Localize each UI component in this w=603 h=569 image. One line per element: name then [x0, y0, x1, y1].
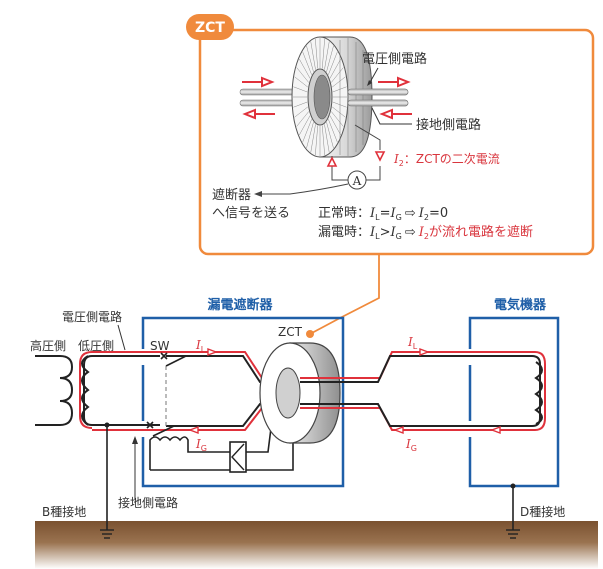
leakage-breaker-box — [141, 316, 345, 488]
winding-line — [326, 122, 334, 149]
d-ground-symbol-icon — [506, 529, 520, 539]
winding-line — [329, 58, 341, 79]
device-title: 電気機器 — [494, 297, 547, 313]
arrow-left-icon — [490, 425, 501, 435]
ground-leader-line — [371, 107, 412, 125]
voltage-leader-line — [368, 67, 379, 85]
winding-line — [331, 67, 344, 83]
winding-line — [324, 41, 330, 70]
zct-toroid — [291, 36, 373, 158]
winding-line — [332, 106, 346, 118]
earth-ground — [35, 521, 598, 569]
relay-diode-icon — [231, 443, 245, 471]
ground-side-circuit-label: 接地側電路 — [118, 495, 178, 510]
i2-description: I2：ZCTの二次電流 — [393, 152, 500, 168]
switch-sw — [146, 352, 187, 437]
winding-line — [331, 111, 344, 127]
winding-line — [294, 106, 308, 118]
winding-line — [310, 124, 316, 153]
normal-condition: 正常時：IL=IG⇨I2=0 — [318, 206, 448, 222]
voltage-side-circuit-label: 電圧側電路 — [62, 309, 122, 324]
winding-line — [324, 124, 330, 153]
arrow-left-icon — [188, 425, 199, 435]
winding-line — [332, 101, 347, 108]
load-wire-black — [166, 355, 541, 427]
winding-line — [294, 76, 308, 88]
b-ground-symbol-icon — [100, 529, 114, 539]
winding-line — [306, 122, 314, 149]
arrow-down-icon — [374, 151, 386, 162]
zct-voltage-side-label: 電圧側電路 — [362, 51, 427, 67]
current-arrows-top — [242, 76, 412, 120]
ammeter-symbol — [347, 170, 367, 190]
zct-main-label: ZCT — [278, 325, 303, 339]
arrow-right-icon — [419, 347, 430, 357]
winding-line — [328, 51, 338, 75]
connector-dot — [306, 330, 314, 338]
winding-line — [293, 101, 308, 108]
low-voltage-side-label: 低圧側 — [78, 339, 114, 353]
winding-line — [329, 115, 341, 136]
transformer-secondary-wire — [83, 355, 150, 426]
arrow-up-icon — [326, 156, 338, 167]
signal-text-line1: 遮断器 — [212, 187, 251, 203]
winding-line — [306, 45, 314, 72]
ammeter-label: A — [352, 174, 362, 188]
signal-text-line2: へ信号を送る — [212, 206, 290, 221]
switch-label: SW — [150, 339, 170, 353]
winding-line — [299, 115, 311, 136]
voltage-side-rod-front — [347, 88, 409, 96]
transformer-primary-coil — [35, 355, 74, 426]
zct-ground-side-label: 接地側電路 — [416, 117, 481, 133]
leader-arrowhead-icon — [367, 80, 372, 86]
il-label-breaker: IL — [195, 338, 206, 354]
breaker-title: 漏電遮断器 — [207, 297, 273, 313]
zct-secondary-wire-b — [246, 440, 294, 471]
d-ground-label: D種接地 — [520, 504, 565, 519]
zct-tag-badge — [186, 14, 234, 40]
winding-line — [302, 119, 312, 143]
ig-label-device: IG — [405, 437, 417, 453]
b-ground-label: B種接地 — [42, 504, 86, 519]
winding-line — [310, 41, 316, 70]
winding-line — [322, 125, 325, 156]
winding-line — [296, 67, 309, 83]
zct-tag-text: ZCT — [195, 20, 225, 36]
il-label-device: IL — [407, 335, 418, 351]
winding-line — [328, 119, 338, 143]
panel-connector-line — [309, 255, 380, 335]
signal-line — [262, 183, 349, 195]
winding-line — [322, 38, 325, 69]
leak-condition: 漏電時：IL>IG⇨I2が流れ電路を遮断 — [318, 224, 533, 241]
arrow-up-icon — [132, 436, 138, 444]
arrow-left-icon — [254, 191, 262, 197]
zct-detail-panel: ZCT — [186, 14, 595, 256]
winding-line — [315, 38, 318, 69]
trip-coil — [149, 436, 230, 470]
current-loop-red — [79, 351, 546, 431]
winding-line — [299, 58, 311, 79]
winding-line — [296, 111, 309, 127]
ground-side-rod-front — [347, 99, 409, 107]
high-voltage-side-label: 高圧側 — [30, 338, 66, 353]
winding-line — [293, 86, 308, 93]
main-zct-toroid — [259, 342, 341, 444]
winding-line — [332, 76, 346, 88]
winding-line — [326, 45, 334, 72]
arrow-left-icon — [393, 425, 404, 435]
arrow-left-icon — [242, 108, 256, 120]
ig-label-breaker: IG — [195, 437, 207, 453]
winding-line — [332, 86, 347, 93]
transformer-secondary-coil — [81, 355, 90, 426]
arrow-left-icon — [379, 108, 393, 120]
load-coil — [534, 361, 543, 425]
arrow-right-icon — [207, 347, 218, 357]
winding-line — [315, 125, 318, 156]
relay-box — [229, 441, 247, 473]
voltage-circuit-leader — [117, 324, 126, 351]
arrow-right-icon — [261, 76, 275, 88]
arrow-right-icon — [397, 76, 411, 88]
winding-line — [302, 51, 312, 75]
